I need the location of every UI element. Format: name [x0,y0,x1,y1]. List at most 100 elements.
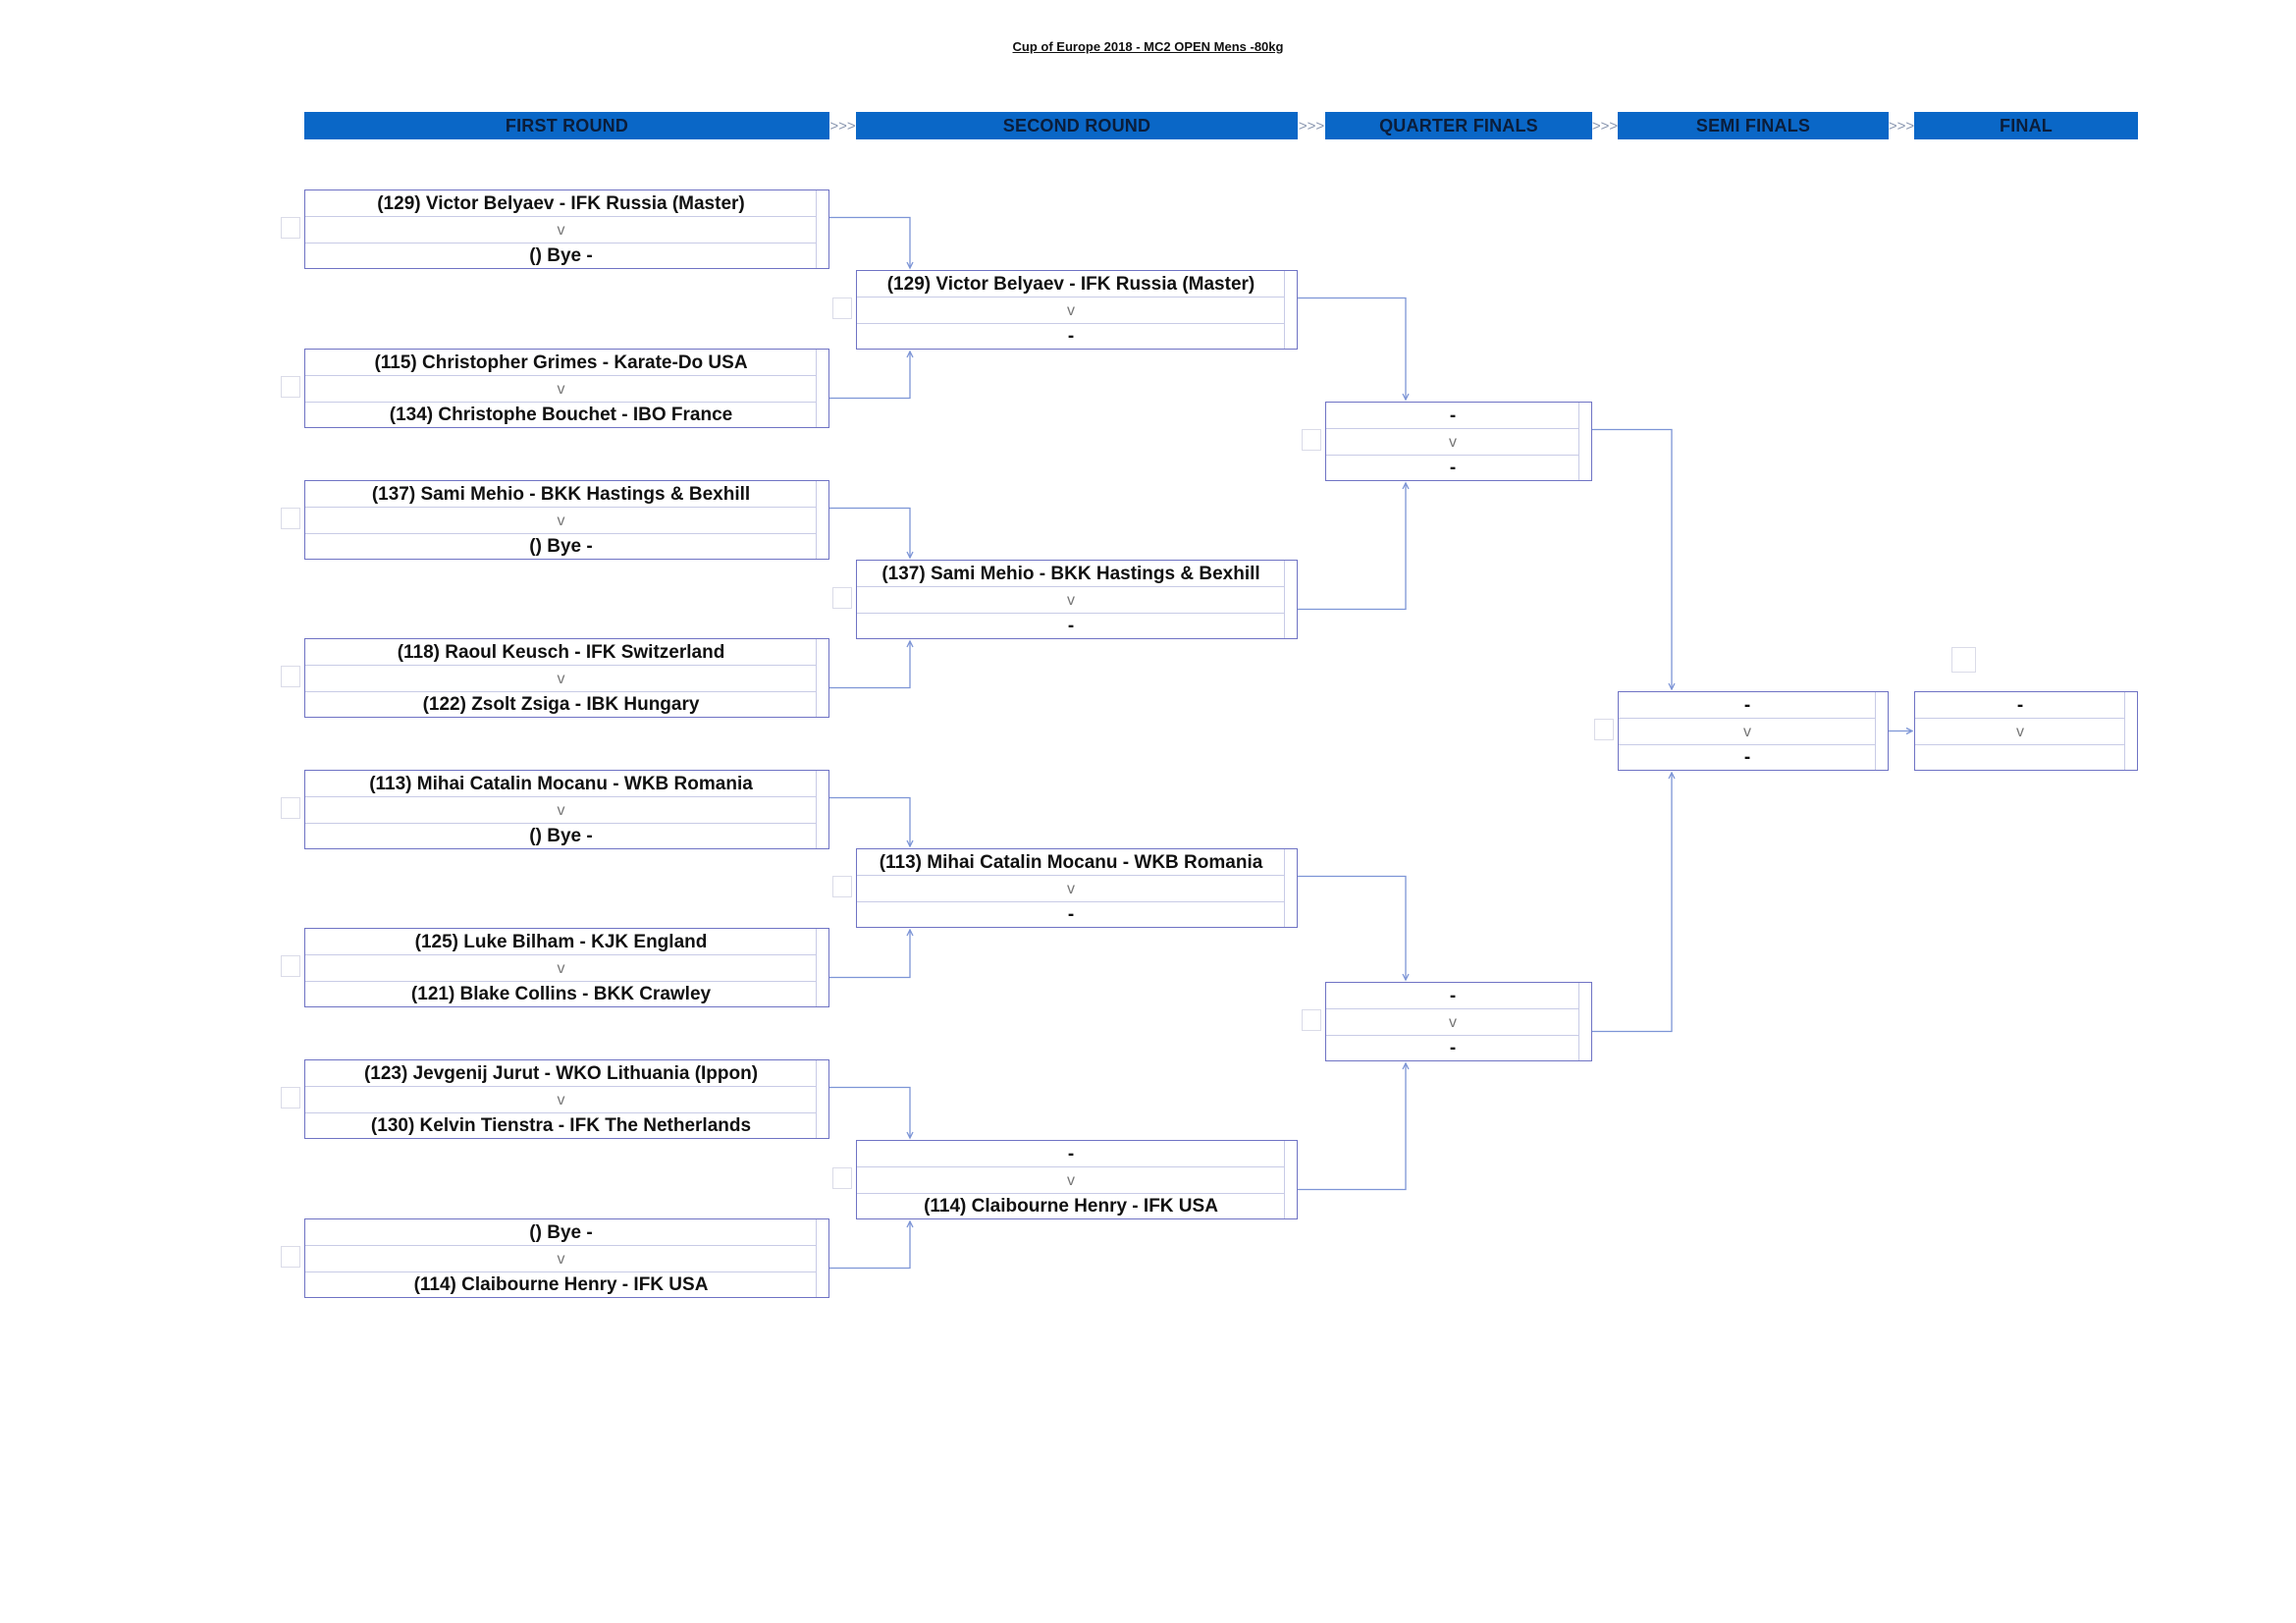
page-title: Cup of Europe 2018 - MC2 OPEN Mens -80kg [1012,39,1284,54]
result-column [816,481,817,559]
score-box[interactable] [281,508,300,529]
connector-line [1298,297,1407,400]
match-box: (125) Luke Bilham - KJK England v (121) Bl… [304,928,829,1007]
competitor-top[interactable]: - [1743,695,1751,716]
result-column [1284,271,1285,349]
result-column [816,1219,817,1297]
row-divider [305,823,817,824]
competitor-bottom[interactable]: (130) Kelvin Tienstra - IFK The Netherla… [370,1115,752,1136]
versus-label: v [1067,302,1075,319]
score-box[interactable] [281,797,300,819]
competitor-bottom[interactable]: (114) Claibourne Henry - IFK USA [413,1274,709,1295]
versus-label: v [1067,1172,1075,1189]
versus-label: v [557,381,565,398]
competitor-top[interactable]: (129) Victor Belyaev - IFK Russia (Maste… [377,193,745,214]
score-box[interactable] [281,217,300,239]
competitor-bottom[interactable]: (134) Christophe Bouchet - IBO France [389,405,733,425]
result-column [816,639,817,717]
competitor-bottom[interactable]: - [1067,326,1075,347]
competitor-bottom[interactable]: - [1067,904,1075,925]
versus-label: v [1067,881,1075,897]
score-box[interactable] [281,666,300,687]
row-divider [305,375,817,376]
round-header-4: SEMI FINALS [1618,112,1889,139]
score-box[interactable] [832,876,852,897]
row-divider [1326,428,1579,429]
score-box[interactable] [281,1246,300,1268]
competitor-bottom[interactable]: () Bye - [529,245,593,266]
versus-label: v [557,222,565,239]
row-divider [305,402,817,403]
competitor-bottom[interactable]: () Bye - [529,536,593,557]
competitor-top[interactable]: (113) Mihai Catalin Mocanu - WKB Romania [369,774,753,794]
competitor-top[interactable]: - [1449,406,1457,426]
row-divider [305,981,817,982]
competitor-top[interactable]: - [1067,1144,1075,1164]
versus-label: v [1743,724,1751,740]
competitor-top[interactable]: (118) Raoul Keusch - IFK Switzerland [397,642,725,663]
score-box[interactable] [832,1167,852,1189]
row-divider [857,297,1285,298]
round-separator-arrows: >>> [829,117,856,135]
score-box[interactable] [1302,1009,1321,1031]
result-column [1875,692,1876,770]
row-divider [305,1271,817,1272]
competitor-top[interactable]: (137) Sami Mehio - BKK Hastings & Bexhil… [881,564,1260,584]
row-divider [305,1245,817,1246]
final-score-box[interactable] [1951,647,1976,673]
row-divider [857,1166,1285,1167]
competitor-top[interactable]: (129) Victor Belyaev - IFK Russia (Maste… [886,274,1255,295]
round-header-2: SECOND ROUND [856,112,1298,139]
score-box[interactable] [1302,429,1321,451]
result-column [816,771,817,848]
competitor-bottom[interactable]: (121) Blake Collins - BKK Crawley [410,984,712,1004]
connector-arrow [906,928,914,937]
result-column [1284,1141,1285,1218]
match-box: -v- [1325,402,1592,481]
competitor-bottom[interactable]: (122) Zsolt Zsiga - IBK Hungary [422,694,700,715]
versus-label: v [557,960,565,977]
row-divider [1619,718,1876,719]
score-box[interactable] [281,955,300,977]
competitor-top[interactable]: (125) Luke Bilham - KJK England [414,932,708,952]
row-divider [857,323,1285,324]
row-divider [305,691,817,692]
score-box[interactable] [832,298,852,319]
competitor-bottom[interactable]: - [1067,616,1075,636]
versus-label: v [557,671,565,687]
connector-arrow [1402,973,1410,982]
connector-line [829,352,911,400]
match-box: (115) Christopher Grimes - Karate-Do USA… [304,349,829,428]
competitor-top[interactable]: (113) Mihai Catalin Mocanu - WKB Romania [879,852,1263,873]
row-divider [857,875,1285,876]
round-separator-arrows: >>> [1298,117,1325,135]
competitor-bottom[interactable]: (114) Claibourne Henry - IFK USA [924,1196,1218,1217]
connector-arrow [1905,727,1914,735]
score-box[interactable] [832,587,852,609]
competitor-top[interactable]: - [1449,986,1457,1006]
row-divider [1915,718,2125,719]
round-header-3: QUARTER FINALS [1325,112,1592,139]
competitor-bottom[interactable]: () Bye - [529,826,593,846]
round-separator-arrows: >>> [1591,117,1619,135]
competitor-bottom[interactable]: - [1449,1038,1457,1058]
competitor-top[interactable]: (115) Christopher Grimes - Karate-Do USA [374,352,748,373]
competitor-top[interactable]: (137) Sami Mehio - BKK Hastings & Bexhil… [371,484,751,505]
competitor-top[interactable]: (123) Jevgenij Jurut - WKO Lithuania (Ip… [363,1063,759,1084]
result-column [816,350,817,427]
score-box[interactable] [281,1087,300,1109]
score-box[interactable] [1594,719,1614,740]
competitor-bottom[interactable]: - [1743,747,1751,768]
row-divider [857,901,1285,902]
connector-arrow [906,551,914,560]
connector-line [829,507,911,558]
connector-arrow [1402,1061,1410,1070]
competitor-bottom[interactable]: - [1449,458,1457,478]
connector-arrow [906,350,914,358]
score-box[interactable] [281,376,300,398]
connector-arrow [1402,481,1410,490]
versus-label: v [2016,724,2024,740]
match-box: -v [1914,691,2138,771]
competitor-top[interactable]: - [2016,695,2024,716]
competitor-top[interactable]: () Bye - [529,1222,593,1243]
